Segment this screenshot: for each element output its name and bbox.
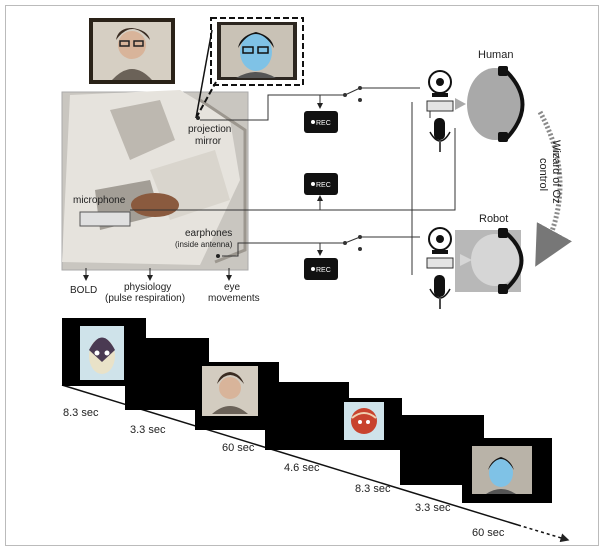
label-movements: movements <box>208 293 260 304</box>
earphone-dot <box>216 254 220 258</box>
rec-button-2: REC <box>304 173 338 195</box>
label-wizard: Wizard of Oz <box>550 140 562 204</box>
label-bold: BOLD <box>70 285 97 296</box>
human-station <box>426 66 525 152</box>
duration-1: 8.3 sec <box>63 407 99 419</box>
headphones-icon <box>503 230 524 292</box>
microphone-icon <box>434 275 445 297</box>
microphone-icon <box>434 118 445 140</box>
svg-text:REC: REC <box>316 120 331 127</box>
record-icon <box>311 182 315 186</box>
label-inside-antenna: (inside antenna) <box>175 240 233 249</box>
human-face-photo <box>89 18 175 84</box>
duration-5: 8.3 sec <box>355 483 391 495</box>
label-earphones: earphones <box>185 228 232 239</box>
robot-station <box>426 227 524 309</box>
headphones-icon <box>503 68 525 142</box>
duration-7: 60 sec <box>472 527 505 539</box>
label-mirror: mirror <box>195 136 222 147</box>
timeline <box>61 318 570 543</box>
wiring <box>130 87 456 275</box>
rec-button-3: REC <box>304 258 338 280</box>
label-eye: eye <box>224 282 241 293</box>
zoom-line <box>195 81 217 119</box>
record-icon <box>311 267 315 271</box>
svg-text:REC: REC <box>316 267 331 274</box>
zoom-line <box>195 29 213 119</box>
rec-button-1: REC <box>304 111 338 133</box>
label-control: control <box>537 158 549 191</box>
label-human: Human <box>478 49 513 61</box>
duration-4: 4.6 sec <box>284 462 320 474</box>
label-projection: projection <box>188 124 231 135</box>
scanner-photo <box>61 90 249 271</box>
duration-6: 3.3 sec <box>415 502 451 514</box>
wizard-arrow <box>535 110 572 267</box>
duration-3: 60 sec <box>222 442 255 454</box>
label-physiology: physiology <box>124 282 171 293</box>
switch <box>343 86 362 251</box>
mirror-dot <box>196 116 200 120</box>
screen-4 <box>265 382 349 450</box>
svg-text:REC: REC <box>316 182 331 189</box>
robot-face-photo <box>210 17 304 86</box>
duration-2: 3.3 sec <box>130 424 166 436</box>
label-pulse-respiration: (pulse respiration) <box>105 293 185 304</box>
arrow-icon <box>517 524 570 543</box>
label-microphone: microphone <box>73 195 126 206</box>
label-robot: Robot <box>479 213 508 225</box>
record-icon <box>311 120 315 124</box>
